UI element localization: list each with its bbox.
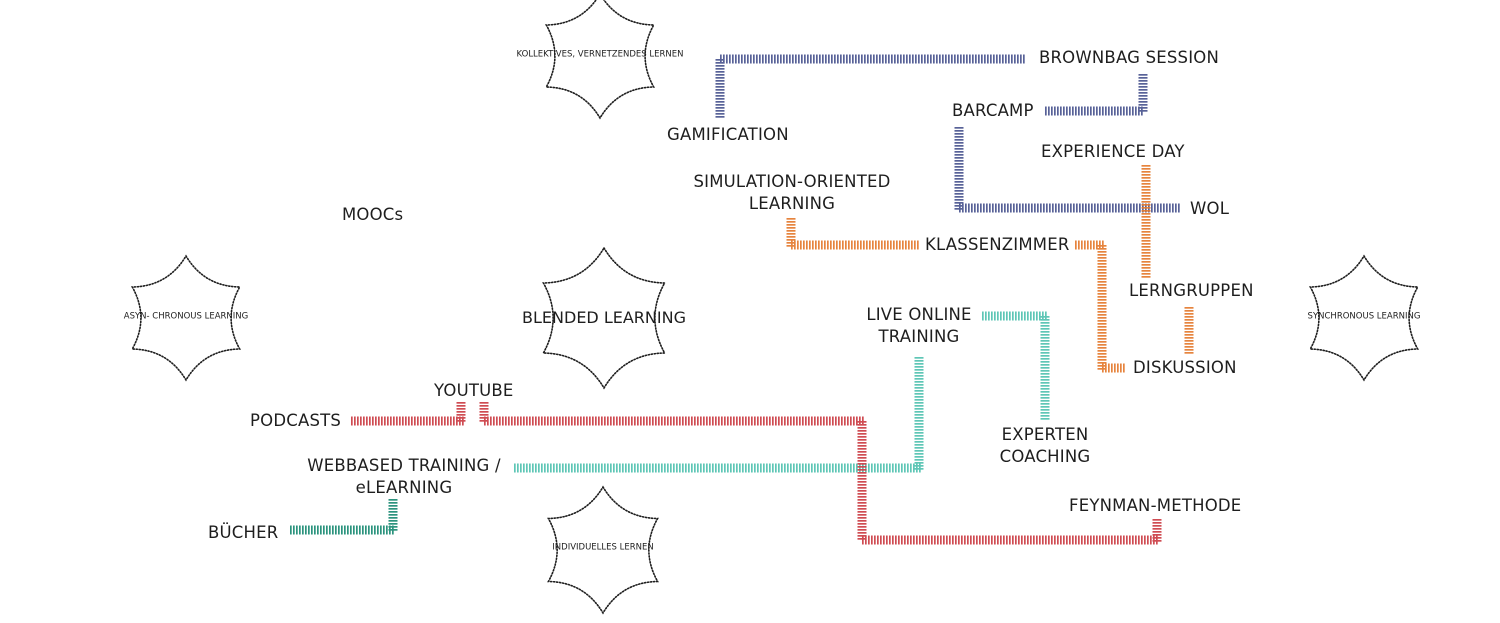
method-line: COACHING [999,447,1091,466]
connector-liveonline-experten [982,311,1050,420]
category-line: LERNEN [649,49,684,60]
connector-podcasts-youtube [351,402,466,426]
category-synchronous-learning: SYNCHRONOUS LEARNING [1308,312,1421,323]
category-stars [130,0,1420,615]
method-wol: WOL [1190,199,1230,218]
category-line: SYNCHRONOUS [1307,311,1375,322]
category-line: INDIVIDUELLES [552,542,617,553]
star-outline-blended [542,246,666,390]
method-youtube: YOUTUBE [434,381,514,400]
method-barcamp: BARCAMP [952,101,1034,120]
connector-barcamp-brownbag [1045,74,1148,116]
star-outline-kollektiv [544,0,656,120]
method-live-online-training: LIVE ONLINE TRAINING [862,304,976,348]
method-podcasts: PODCASTS [250,411,342,430]
method-moocs: MOOCs [342,205,404,224]
method-line: TRAINING [878,327,960,346]
category-line: LEARNING [204,311,249,322]
connector-klassenzimmer-diskussion [1075,240,1125,373]
method-brownbag-session: BROWNBAG SESSION [1039,48,1220,67]
method-experience-day: EXPERIENCE DAY [1041,142,1185,161]
method-line: eLEARNING [355,478,453,497]
method-feynman-methode: FEYNMAN-METHODE [1069,496,1242,515]
connector-buecher-wbt [290,499,398,535]
category-kollektives-lernen: KOLLEKTIVES, VERNETZENDES LERNEN [517,50,684,61]
category-line: VERNETZENDES [577,49,647,60]
category-blended-learning: BLENDED LEARNING [522,307,686,329]
category-asynchronous-learning: ASYN- CHRONOUS LEARNING [124,312,248,323]
category-line: CHRONOUS [152,311,202,322]
connector-youtube-feynman [479,402,1162,545]
category-line: LERNEN [619,542,654,553]
category-line: LEARNING [1376,311,1421,322]
method-lerngruppen: LERNGRUPPEN [1129,281,1254,300]
connector-lerngruppen-diskussion [1184,307,1194,354]
category-line: LEARNING [603,308,686,327]
connector-simulation-klassenzimmer [786,218,919,250]
star-outline-individuell [547,485,659,615]
category-line: BLENDED [522,308,599,327]
category-line: KOLLEKTIVES, [516,49,576,60]
category-line: ASYN- [123,311,150,322]
connector-lines [290,54,1194,545]
method-simulation-oriented-learning: SIMULATION-ORIENTED LEARNING [690,171,894,215]
category-individuelles-lernen: INDIVIDUELLES LERNEN [552,543,653,554]
method-line: LIVE ONLINE [866,305,972,324]
star-outline-async [130,254,242,382]
connector-wbt-liveonline [514,357,924,473]
connector-gamification-brownbag [715,54,1025,118]
method-experten-coaching: EXPERTEN COACHING [990,424,1100,468]
star-outline-sync [1308,254,1420,382]
method-buecher: BÜCHER [208,523,279,542]
connector-experienceday-lerngruppen [1141,165,1151,278]
method-line: EXPERTEN [1001,425,1089,444]
method-line: SIMULATION-ORIENTED [693,172,891,191]
method-gamification: GAMIFICATION [667,125,789,144]
connector-barcamp-wol [954,127,1180,213]
method-line: WEBBASED TRAINING / [307,456,501,475]
method-diskussion: DISKUSSION [1133,358,1237,377]
method-klassenzimmer: KLASSENZIMMER [925,235,1070,254]
method-line: LEARNING [748,194,836,213]
method-webbased-training-elearning: WEBBASED TRAINING / eLEARNING [300,455,508,499]
